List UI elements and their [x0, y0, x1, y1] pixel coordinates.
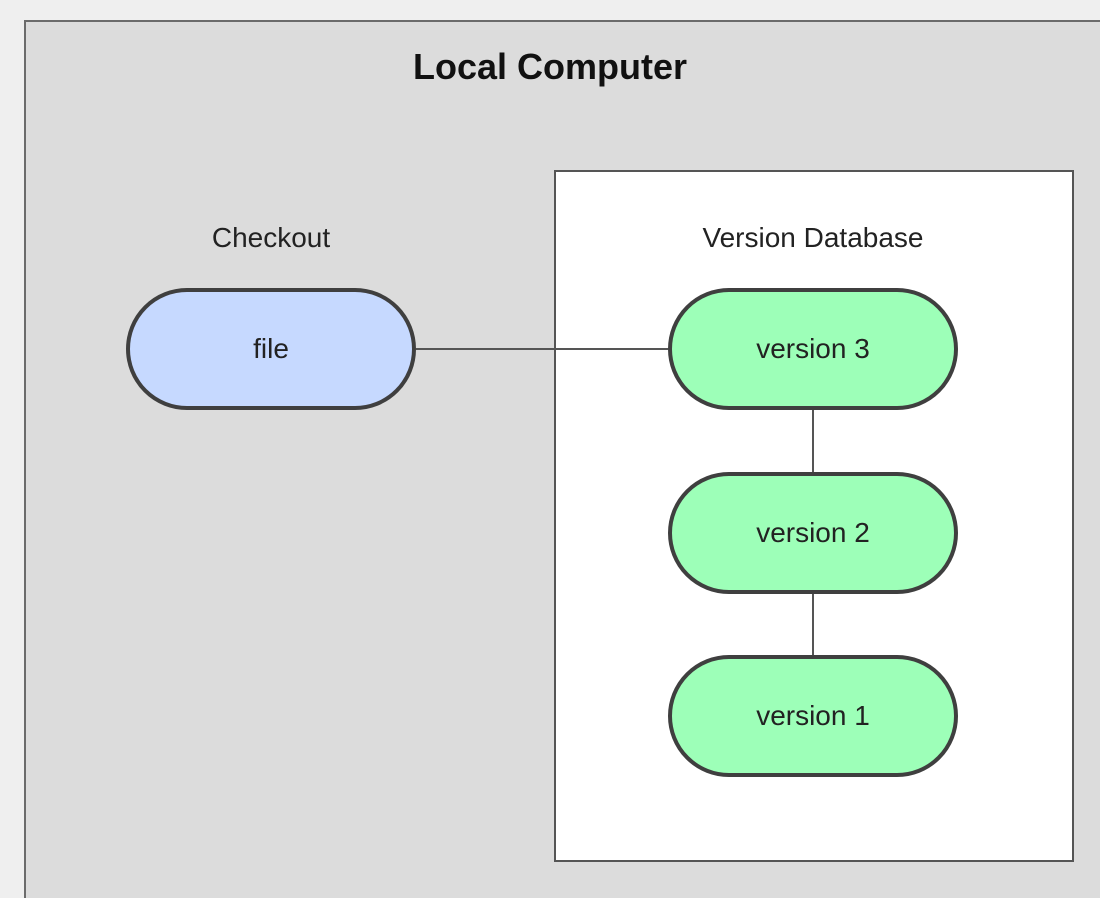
file-node-label: file: [253, 333, 289, 364]
version-3-node: version 3: [668, 288, 958, 410]
version-2-label: version 2: [756, 517, 870, 548]
version-1-label: version 1: [756, 700, 870, 731]
diagram-title: Local Computer: [412, 46, 688, 87]
version-2-node: version 2: [668, 472, 958, 594]
version-database-label: Version Database: [702, 222, 924, 253]
version-1-node: version 1: [668, 655, 958, 777]
version-3-label: version 3: [756, 333, 870, 364]
file-node: file: [126, 288, 416, 410]
checkout-label: Checkout: [211, 222, 331, 253]
